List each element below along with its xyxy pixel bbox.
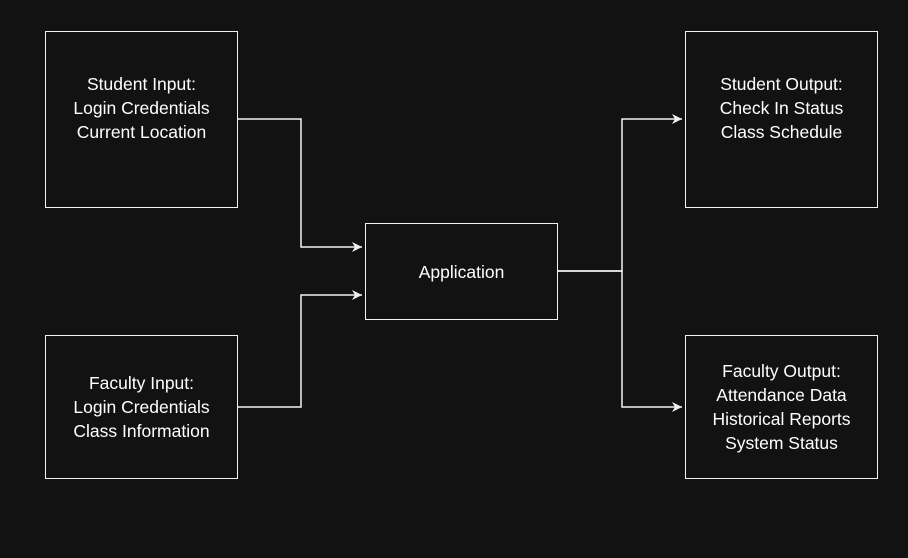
faculty-output-line-1: Attendance Data xyxy=(716,385,847,405)
edge-application-to-student-output xyxy=(558,114,682,272)
application-title: Application xyxy=(418,261,505,282)
edge-faculty-input-to-application xyxy=(238,290,362,408)
student-output-line-1: Check In Status xyxy=(719,97,844,118)
faculty-input-node: Faculty Input: Login Credentials Class I… xyxy=(45,335,238,479)
edge-student-input-to-application xyxy=(238,118,362,252)
student-output-line-2: Class Schedule xyxy=(720,121,843,142)
student-input-line-2: Current Location xyxy=(76,121,207,142)
student-input-node: Student Input: Login Credentials Current… xyxy=(45,31,238,208)
faculty-input-line-1: Login Credentials xyxy=(73,397,210,417)
student-output-node: Student Output: Check In Status Class Sc… xyxy=(685,31,878,208)
faculty-output-title: Faculty Output: xyxy=(722,361,841,381)
application-node: Application xyxy=(365,223,558,320)
student-output-title: Student Output: xyxy=(720,73,843,94)
faculty-output-line-3: System Status xyxy=(725,433,838,453)
edge-application-to-faculty-output xyxy=(558,270,682,412)
student-output-text: Student Output: Check In Status Class Sc… xyxy=(720,72,844,144)
faculty-input-line-2: Class Information xyxy=(73,421,210,441)
student-input-text: Student Input: Login Credentials Current… xyxy=(73,72,209,144)
faculty-output-line-2: Historical Reports xyxy=(712,409,851,429)
faculty-output-text: Faculty Output: Attendance Data Historic… xyxy=(712,359,850,455)
faculty-input-text: Faculty Input: Login Credentials Class I… xyxy=(73,371,209,443)
faculty-output-node: Faculty Output: Attendance Data Historic… xyxy=(685,335,878,479)
faculty-input-title: Faculty Input: xyxy=(88,373,195,393)
student-input-title: Student Input: xyxy=(87,73,196,94)
student-input-line-1: Login Credentials xyxy=(73,97,210,118)
